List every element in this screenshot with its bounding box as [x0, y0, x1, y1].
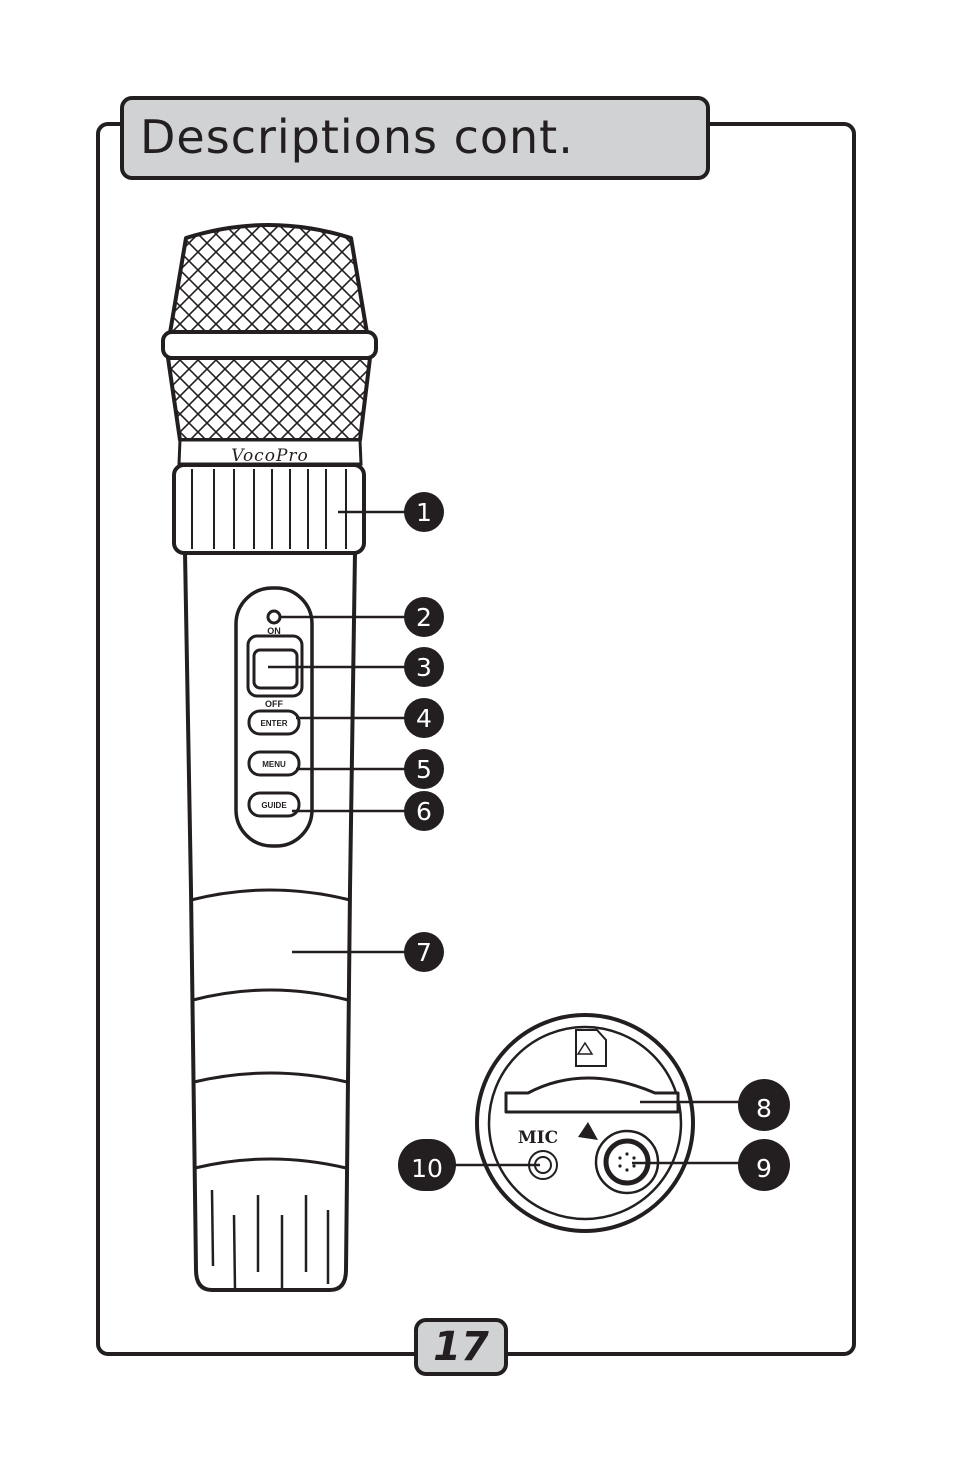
page-number: 17 [433, 1324, 489, 1370]
svg-text:10: 10 [411, 1154, 443, 1183]
page-number-tab: 17 [414, 1318, 508, 1376]
menu-button-label: MENU [262, 760, 286, 769]
card-slot[interactable] [504, 1076, 680, 1114]
callout-7: 7 [404, 932, 444, 972]
svg-text:9: 9 [756, 1154, 772, 1183]
switch-on-label: ON [267, 626, 281, 636]
arrow-up-icon [578, 1122, 598, 1140]
callout-8: 8 [738, 1079, 790, 1131]
callout-9: 9 [738, 1139, 790, 1191]
grille-upper [168, 223, 369, 335]
callout-4: 4 [404, 698, 444, 738]
guide-button[interactable]: GUIDE [247, 791, 301, 818]
callout-5: 5 [404, 749, 444, 789]
svg-text:5: 5 [416, 755, 432, 784]
volume-collar [172, 463, 366, 555]
menu-button[interactable]: MENU [247, 750, 301, 777]
charging-port[interactable] [594, 1129, 660, 1195]
callout-1: 1 [404, 492, 444, 532]
enter-button[interactable]: ENTER [247, 709, 301, 736]
sd-triangle-icon [576, 1041, 594, 1055]
mic-bottom-view: MIC [475, 1013, 695, 1233]
svg-text:8: 8 [756, 1094, 772, 1123]
svg-text:2: 2 [416, 603, 432, 632]
brand-logo: VocoPro [231, 446, 309, 466]
svg-text:6: 6 [416, 797, 432, 826]
svg-text:1: 1 [416, 498, 432, 527]
grille-ring [161, 330, 378, 360]
svg-text:3: 3 [416, 653, 432, 682]
brand-band [177, 438, 363, 466]
callout-3: 3 [404, 647, 444, 687]
switch-off-label: OFF [265, 699, 283, 709]
callout-10: 10 [398, 1139, 456, 1191]
section-title-tab: Descriptions cont. [120, 96, 710, 180]
leader-lines [268, 510, 760, 1167]
grille-lower [166, 356, 372, 442]
enter-button-label: ENTER [260, 719, 287, 728]
svg-text:7: 7 [416, 938, 432, 967]
power-led [266, 609, 282, 625]
guide-button-label: GUIDE [261, 801, 287, 810]
sd-card-icon [575, 1029, 607, 1067]
callout-2: 2 [404, 597, 444, 637]
page-title: Descriptions cont. [140, 110, 574, 164]
mic-jack-label: MIC [518, 1128, 558, 1148]
svg-text:4: 4 [416, 704, 432, 733]
battery-cover [190, 888, 351, 1170]
callout-6: 6 [404, 791, 444, 831]
grip-ribs [210, 1189, 330, 1291]
